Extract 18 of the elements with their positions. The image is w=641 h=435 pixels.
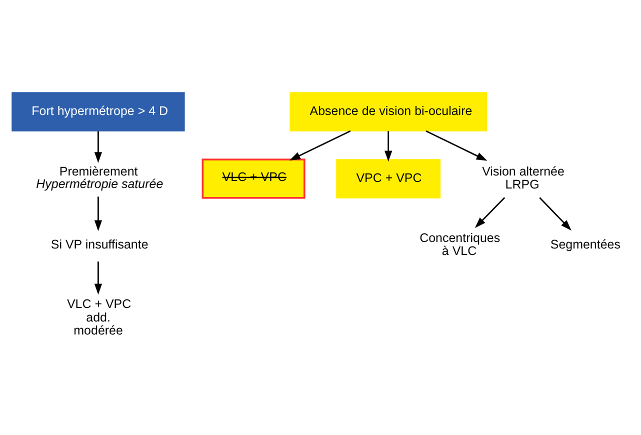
arrow [539,196,572,230]
arrow [384,130,392,162]
node-text: Premièrement Hypermétropie saturée [36,164,164,190]
arrow [94,261,102,294]
node-box: VLC + VPC [202,158,306,198]
node-box: Absence de vision bi-oculaire [290,92,487,131]
node-box: Fort hypermétrope > 4 D [12,92,185,131]
node-text: VLC + VPC add. modérée [66,296,132,338]
node-box: VPC + VPC [336,158,441,198]
node-text: Concentriques à VLC [420,230,500,258]
node-text: Segmentées [550,237,620,252]
arrow [289,130,351,160]
arrow [94,130,102,162]
arrow [94,196,102,231]
node-text: Vision alternée LRPG [482,164,564,192]
arrow [426,130,488,160]
node-text: Si VP insuffisante [50,237,148,252]
arrow [474,196,506,228]
